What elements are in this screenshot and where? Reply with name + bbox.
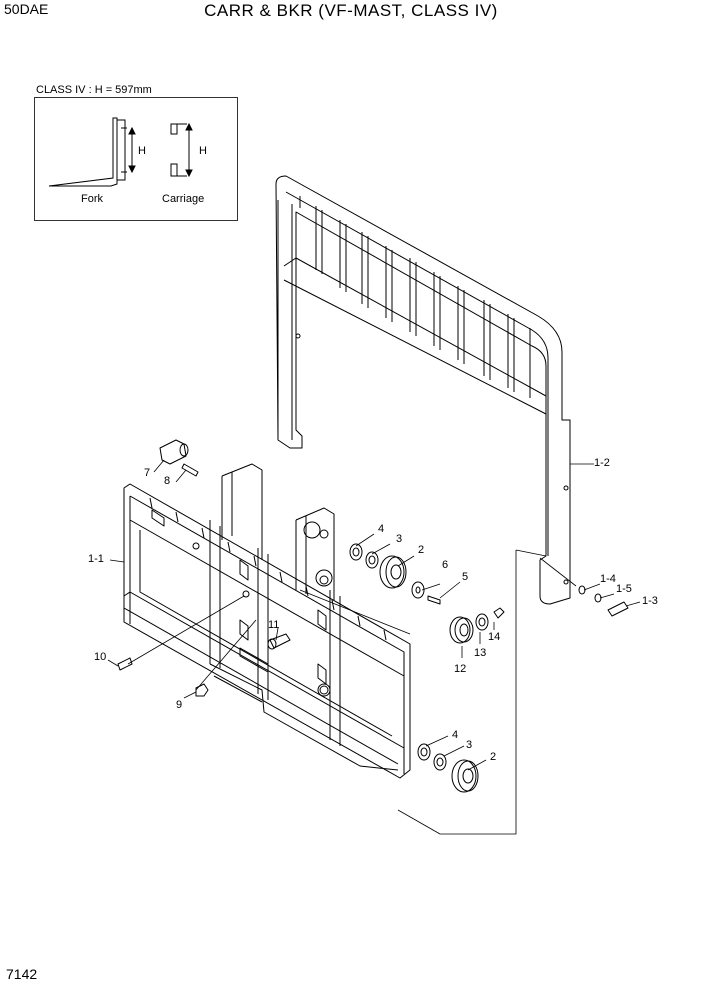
callout-1-4: 1-4 [600,573,616,585]
carriage-dimension-h: H [199,145,207,157]
callout-1-3: 1-3 [642,595,658,607]
dimension-inset-box: H H Fork Carriage [34,97,238,221]
callout-12: 12 [454,663,467,675]
page-title: CARR & BKR (VF-MAST, CLASS IV) [204,1,498,20]
callout-2-lower: 2 [490,751,497,763]
carriage-body [124,464,410,778]
backrest-frame [276,176,570,604]
callout-5: 5 [462,571,469,583]
side-roller-assembly [450,608,504,643]
callout-6: 6 [442,559,449,571]
callout-3-upper: 3 [396,533,403,545]
upper-roller-assembly [350,544,440,604]
callout-3-lower: 3 [466,739,473,751]
class-note: CLASS IV : H = 597mm [36,84,152,96]
page-number: 7142 [6,966,38,982]
hardware-parts [118,440,628,696]
callout-10: 10 [94,651,107,663]
callout-2-upper: 2 [418,544,425,556]
fork-label: Fork [81,193,103,205]
dimension-inset-drawing [48,117,193,187]
callout-1-2: 1-2 [594,457,610,469]
callout-4-lower: 4 [452,729,459,741]
callout-8: 8 [164,475,171,487]
callout-9: 9 [176,699,183,711]
callout-1-1: 1-1 [88,553,104,565]
callout-7: 7 [144,467,151,479]
callout-4-upper: 4 [378,523,385,535]
callout-13: 13 [474,647,487,659]
callout-14: 14 [488,631,501,643]
carriage-label: Carriage [162,193,205,205]
lower-roller-assembly [418,744,478,792]
fork-dimension-h: H [138,145,146,157]
model-code: 50DAE [4,1,49,17]
callout-1-5: 1-5 [616,583,632,595]
callout-11: 11 [268,619,280,631]
leader-lines [108,460,640,834]
